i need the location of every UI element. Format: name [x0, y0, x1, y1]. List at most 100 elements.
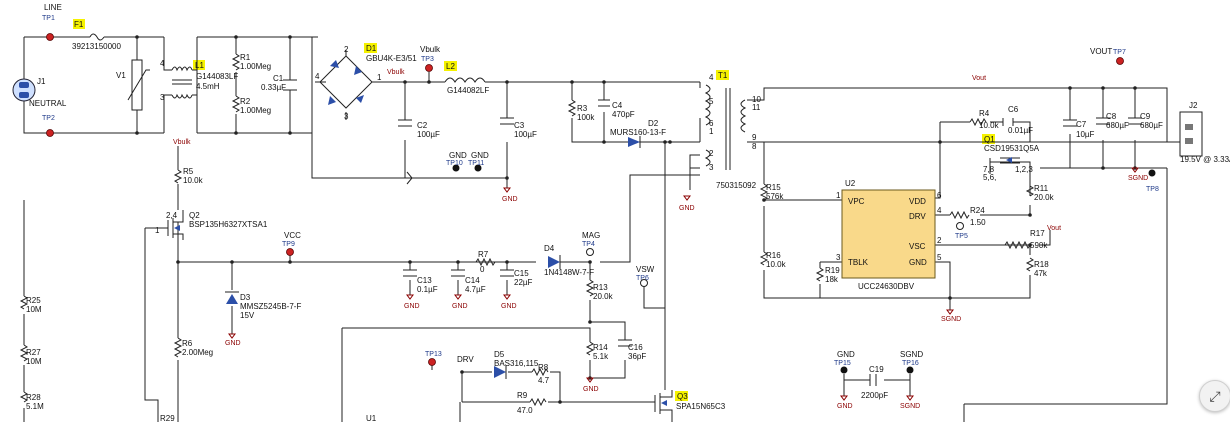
label-d1: D1 — [366, 44, 377, 53]
label-c13: C13 — [417, 276, 432, 285]
net-sgnd-tp16: SGND — [900, 403, 920, 410]
label-c15-val: 22µF — [514, 278, 533, 287]
tp5-testpoint[interactable] — [956, 222, 964, 230]
label-q2-pn: BSP135H6327XTSA1 — [189, 220, 268, 229]
j2-connector-symbol — [1179, 111, 1203, 157]
label-r14: R14 — [593, 343, 608, 352]
label-c13-val: 0.1µF — [417, 285, 438, 294]
label-c8-val: 680µF — [1106, 121, 1129, 130]
label-d1-pin4: 4 — [315, 72, 320, 81]
tp16-testpoint[interactable] — [906, 366, 914, 374]
label-pin-vdd: VDD — [909, 197, 926, 206]
label-u1: U1 — [366, 414, 377, 422]
tp11-testpoint[interactable] — [474, 164, 482, 172]
tp15-testpoint[interactable] — [840, 366, 848, 374]
label-r24-val: 1.50 — [970, 218, 986, 227]
tp2-testpoint[interactable] — [46, 129, 54, 137]
label-c2: C2 — [417, 121, 428, 130]
label-f1: F1 — [74, 20, 84, 29]
label-tp1: TP1 — [42, 15, 55, 22]
net-gnd-c3: GND — [502, 196, 518, 203]
label-q1: Q1 — [984, 135, 995, 144]
tp6-testpoint[interactable] — [640, 279, 648, 287]
label-r13: R13 — [593, 283, 608, 292]
junctions — [135, 35, 1137, 404]
label-r24: R24 — [970, 206, 985, 215]
label-drv: DRV — [457, 355, 474, 364]
wires — [23, 36, 1180, 422]
label-r4: R4 — [979, 109, 990, 118]
label-pin3-t1: 3 — [709, 163, 714, 172]
label-r17-val: 590k — [1030, 241, 1048, 250]
label-sgnd-u2: SGND — [941, 316, 961, 323]
label-pin5-t1: 5 — [709, 97, 714, 106]
tp3-testpoint[interactable] — [425, 64, 433, 72]
resistor-symbols — [19, 53, 1035, 407]
net-gnd-c13: GND — [404, 303, 420, 310]
diode-symbols — [225, 136, 641, 379]
label-r4-val: 10.0k — [979, 121, 1000, 130]
label-u2-pin5: 5 — [937, 253, 942, 262]
label-line: LINE — [44, 3, 62, 12]
l1-choke-symbol — [171, 66, 193, 99]
label-l1-pin3: 3 — [160, 93, 165, 102]
label-t1-pn: 750315092 — [716, 181, 757, 190]
tp9-testpoint[interactable] — [286, 248, 294, 256]
tp4-testpoint[interactable] — [586, 248, 594, 256]
label-c16: C16 — [628, 343, 643, 352]
net-vout-r17: Vout — [1047, 225, 1061, 232]
label-l2-pn: G144082LF — [447, 86, 489, 95]
tp8-testpoint[interactable] — [1148, 169, 1156, 177]
label-tp8: TP8 — [1146, 186, 1159, 193]
label-sgnd-out: SGND — [1128, 175, 1148, 182]
label-c16-val: 36pF — [628, 352, 646, 361]
label-vout-tp7: VOUT — [1090, 47, 1112, 56]
label-r6-val: 2.00Meg — [182, 348, 213, 357]
net-gnd-d3: GND — [225, 340, 241, 347]
label-r11-val: 20.0k — [1034, 193, 1055, 202]
label-q1-pins-b: 5,6, — [983, 173, 996, 182]
label-c6: C6 — [1008, 105, 1019, 114]
t1-transformer-symbol — [704, 84, 747, 170]
label-r18: R18 — [1034, 260, 1049, 269]
label-r1-val: 1.00Meg — [240, 62, 271, 71]
label-pin4-t1: 4 — [709, 73, 714, 82]
label-u2-pin3: 3 — [836, 253, 841, 262]
net-vbulk-r5: Vbulk — [173, 139, 191, 146]
label-tp15: TP15 — [834, 360, 851, 367]
tp7-testpoint[interactable] — [1116, 57, 1124, 65]
label-neutral: NEUTRAL — [29, 99, 67, 108]
hl-q3 — [675, 391, 688, 401]
capacitor-symbols — [283, 79, 1142, 386]
label-vcc: VCC — [284, 231, 301, 240]
label-r29: R29 — [160, 414, 175, 422]
label-c4: C4 — [612, 101, 623, 110]
label-c1: C1 — [273, 74, 284, 83]
hl-f1 — [73, 19, 85, 29]
label-pin1-t1: 1 — [709, 127, 714, 136]
label-tp9: TP9 — [282, 241, 295, 248]
label-q1-pins-c: 1,2,3 — [1015, 165, 1033, 174]
tp13-testpoint[interactable] — [428, 358, 436, 366]
net-gnd-c15: GND — [501, 303, 517, 310]
ground-symbols — [228, 167, 1139, 401]
label-c9-val: 680µF — [1140, 121, 1163, 130]
label-r19: R19 — [825, 266, 840, 275]
label-tp7: TP7 — [1113, 49, 1126, 56]
tp1-testpoint[interactable] — [46, 33, 54, 41]
label-d3-pn: MMSZ5245B-7-F — [240, 302, 301, 311]
tp10-testpoint[interactable] — [452, 164, 460, 172]
label-r14-val: 5.1k — [593, 352, 609, 361]
label-tp11: TP11 — [468, 160, 484, 167]
label-pin9-t1: 9 — [752, 133, 757, 142]
label-r25: R25 — [26, 296, 41, 305]
label-d5: D5 — [494, 350, 505, 359]
label-d1-pin1: 1 — [377, 73, 382, 82]
label-d1-pn: GBU4K-E3/51 — [366, 54, 417, 63]
label-r15-val: 576k — [766, 192, 784, 201]
label-r19-val: 18k — [825, 275, 839, 284]
label-c3-val: 100µF — [514, 130, 537, 139]
label-pin-vpc: VPC — [848, 197, 865, 206]
collapse-arrows-icon[interactable]: ⤢ — [1199, 380, 1230, 412]
label-pin11-t1: 11 — [752, 103, 761, 112]
